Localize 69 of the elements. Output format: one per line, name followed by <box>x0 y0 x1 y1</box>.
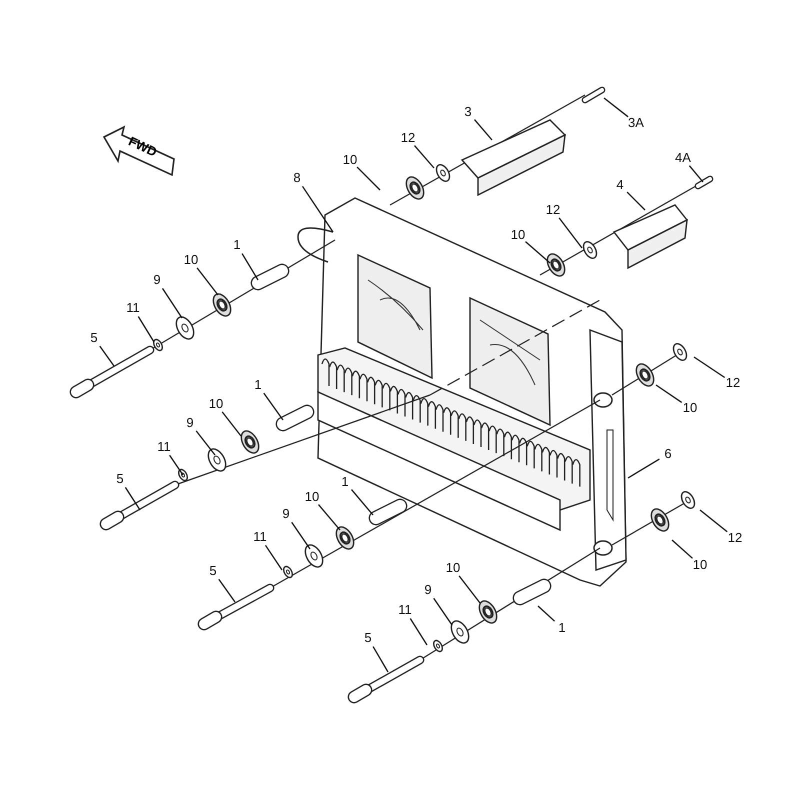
leader-line <box>672 540 693 559</box>
leader-line <box>694 356 726 378</box>
leader-line <box>372 646 389 672</box>
callout-number: 5 <box>209 564 217 578</box>
leader-line <box>414 145 434 168</box>
callout-number: 1 <box>558 621 566 635</box>
leader-line <box>264 544 283 570</box>
callout-number: 9 <box>282 507 290 521</box>
leader-line <box>196 268 219 296</box>
arrow-label: FWD <box>126 133 160 160</box>
leader-line <box>169 454 184 476</box>
callout-number: 11 <box>253 530 267 544</box>
callout-number: 12 <box>400 131 416 145</box>
leader-line <box>291 522 311 550</box>
callout-number: 10 <box>682 401 698 415</box>
callout-number: 5 <box>90 331 98 345</box>
leader-line <box>218 578 236 602</box>
leader-line <box>318 504 340 530</box>
callout-number: 3 <box>464 105 472 119</box>
leader-line <box>222 412 242 436</box>
leader-line <box>356 166 380 190</box>
leader-line <box>433 598 453 626</box>
leader-line <box>99 346 115 366</box>
callout-number: 4 <box>616 178 624 192</box>
leader-line <box>263 392 284 420</box>
leader-line <box>628 458 660 479</box>
leader-line <box>558 218 583 248</box>
callout-number: 11 <box>157 440 171 454</box>
leader-line <box>196 430 216 456</box>
callout-number: 11 <box>126 301 140 315</box>
callout-number: 11 <box>398 603 412 617</box>
callout-number: 12 <box>728 531 742 545</box>
leader-line <box>458 576 481 604</box>
callout-number: 10 <box>446 561 460 575</box>
callout-number: 10 <box>304 490 320 504</box>
callout-number: 12 <box>726 376 740 390</box>
leader-line <box>700 510 728 532</box>
callout-number: 9 <box>424 583 432 597</box>
leader-line <box>656 384 682 403</box>
callout-number: 6 <box>664 447 672 461</box>
leader-line <box>538 606 556 622</box>
leader-line <box>604 97 628 118</box>
callout-number: 5 <box>116 472 124 486</box>
callout-number: 1 <box>254 378 262 392</box>
leader-line <box>410 618 428 646</box>
leader-line <box>525 241 550 264</box>
callout-number: 1 <box>341 475 349 489</box>
leader-line <box>302 186 334 232</box>
callout-number: 10 <box>342 153 358 167</box>
leader-line <box>351 489 374 516</box>
callout-number: 10 <box>208 397 224 411</box>
leader-line <box>688 165 704 182</box>
callout-number: 9 <box>153 273 161 287</box>
leader-line <box>124 487 141 510</box>
leader-line <box>138 316 155 342</box>
callout-number: 12 <box>546 203 560 217</box>
callout-number: 10 <box>510 228 526 242</box>
callout-number: 10 <box>184 253 198 267</box>
callout-number: 9 <box>186 416 194 430</box>
callout-number: 8 <box>293 171 301 185</box>
leader-line <box>162 288 183 318</box>
callout-number: 1 <box>233 238 241 252</box>
callout-number: 5 <box>364 631 372 645</box>
callout-number: 4A <box>675 151 691 165</box>
leader-line <box>474 119 492 140</box>
callout-number: 3A <box>628 116 644 130</box>
callout-number: 10 <box>692 558 708 572</box>
leader-line <box>242 253 259 280</box>
leader-line <box>626 192 646 210</box>
